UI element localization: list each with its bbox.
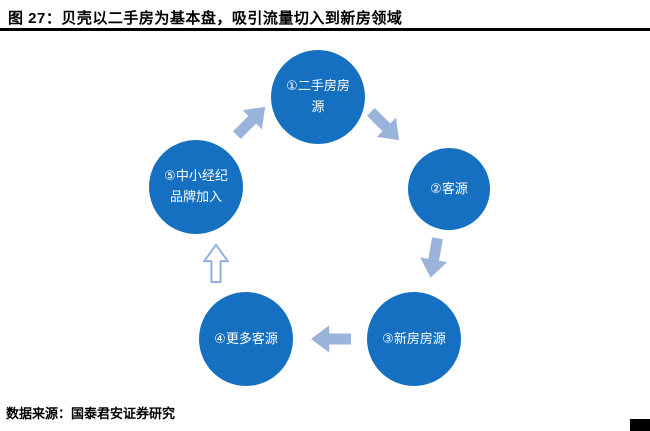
- circle-shape: [367, 292, 461, 386]
- node-label: ④更多客源: [214, 330, 278, 346]
- node-label: ③新房房源: [382, 330, 446, 346]
- arrow-up-right-icon: [227, 97, 275, 145]
- node-customer-source: ②客源: [408, 148, 490, 230]
- figure-header: 图 27：贝壳以二手房为基本盘，吸引流量切入到新房领域: [0, 0, 650, 31]
- arrow-up-hollow-icon: [202, 243, 230, 283]
- node-new-home-listings: ③新房房源: [367, 292, 461, 386]
- corner-mark: [630, 419, 650, 431]
- node-broker-brands: ⑤中小经纪 品牌加入: [149, 140, 243, 234]
- node-second-hand-listings: ①二手房房 源: [271, 50, 365, 144]
- node-label: ①二手房房 源: [286, 78, 350, 114]
- circle-shape: [149, 140, 243, 234]
- figure-title: 图 27：贝壳以二手房为基本盘，吸引流量切入到新房领域: [8, 10, 403, 27]
- cycle-diagram: ①二手房房 源 ②客源 ③新房房源 ④更多客源: [0, 31, 650, 401]
- node-more-customers: ④更多客源: [199, 292, 293, 386]
- node-label: ②客源: [430, 180, 468, 196]
- arrow-down-icon: [417, 236, 452, 280]
- circle-shape: [271, 50, 365, 144]
- node-label: ⑤中小经纪 品牌加入: [164, 168, 228, 204]
- arrow-left-icon: [311, 325, 351, 353]
- arrow-down-right-icon: [361, 102, 409, 150]
- circle-shape: [199, 292, 293, 386]
- circle-shape: [408, 148, 490, 230]
- figure-footer: 数据来源：国泰君安证券研究: [6, 403, 175, 422]
- data-source-text: 数据来源：国泰君安证券研究: [6, 406, 176, 421]
